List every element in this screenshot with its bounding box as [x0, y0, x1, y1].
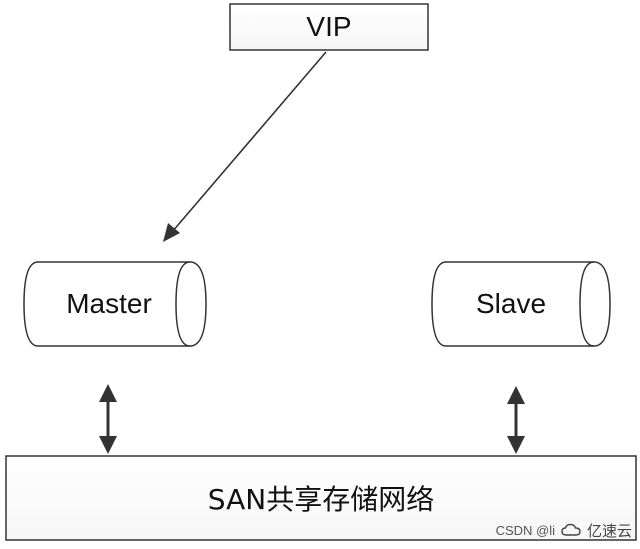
- master-cylinder: [23, 261, 207, 347]
- vip-box: [229, 3, 429, 51]
- san-box: [5, 455, 637, 541]
- master-san-double-arrow: [99, 384, 117, 454]
- master-label: Master: [66, 288, 152, 319]
- vip-to-master-arrow: [163, 51, 327, 242]
- cloud-logo-icon: [561, 523, 581, 536]
- vip-label: VIP: [306, 11, 352, 42]
- slave-cylinder: [431, 261, 611, 347]
- slave-san-double-arrow: [507, 386, 525, 454]
- san-network-label: SAN共享存储网络: [207, 483, 435, 516]
- watermark-csdn-text: CSDN @li: [495, 522, 555, 538]
- slave-label: Slave: [475, 288, 547, 319]
- watermark-brand-text: 亿速云: [586, 521, 632, 540]
- watermark: CSDN @li 亿速云: [496, 517, 632, 543]
